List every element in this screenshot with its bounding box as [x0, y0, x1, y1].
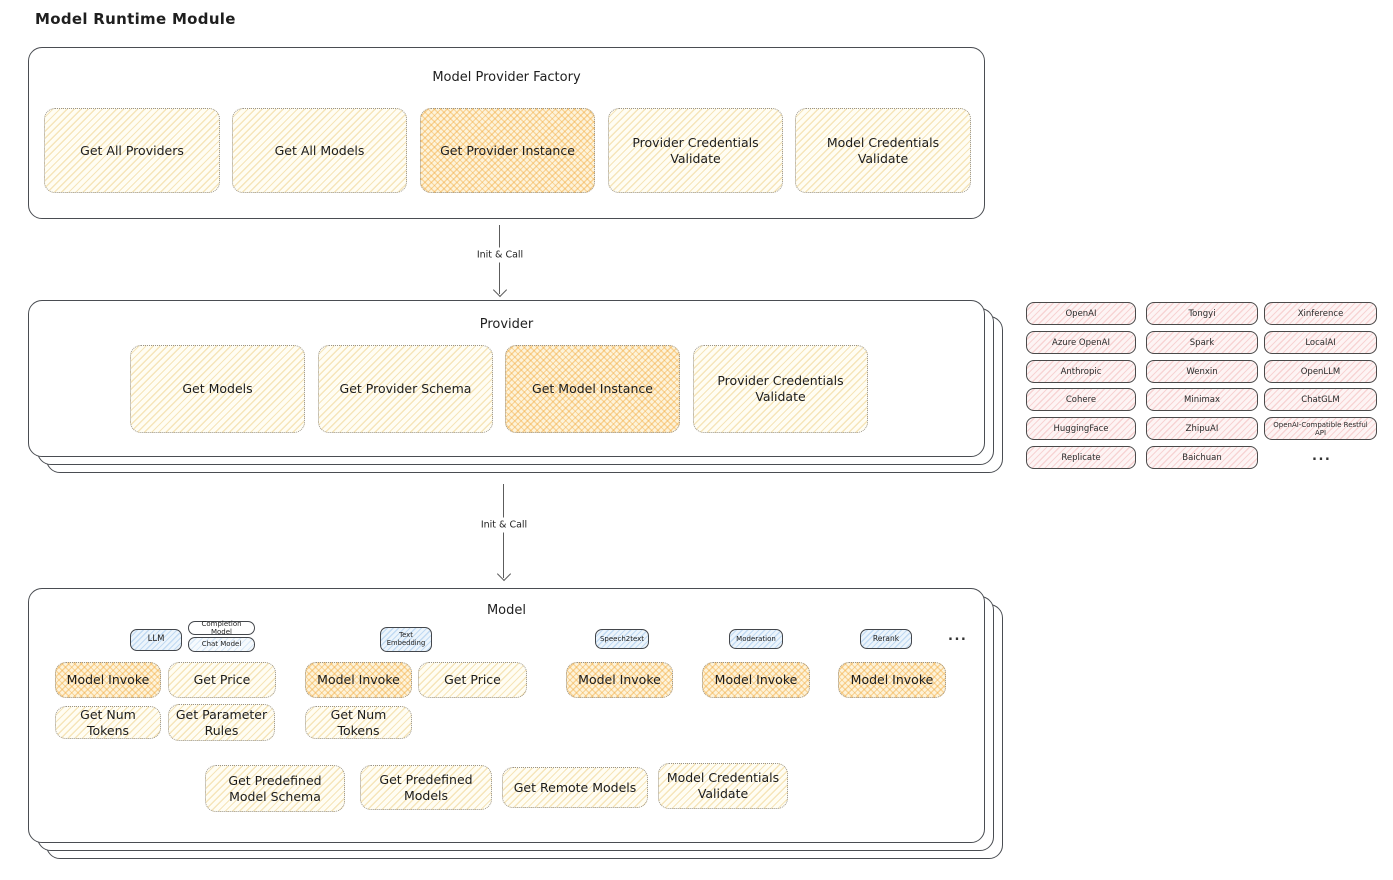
- chip-xinference: Xinference: [1264, 302, 1377, 325]
- op-llm-get-price: Get Price: [168, 662, 276, 698]
- chip-replicate: Replicate: [1026, 446, 1136, 469]
- op-get-provider-schema: Get Provider Schema: [318, 345, 493, 433]
- chip-minimax: Minimax: [1146, 388, 1258, 411]
- chip-cohere: Cohere: [1026, 388, 1136, 411]
- op-get-model-instance: Get Model Instance: [505, 345, 680, 433]
- op-model-credentials-validate-2: Model Credentials Validate: [658, 763, 788, 809]
- chip-openllm: OpenLLM: [1264, 360, 1377, 383]
- op-get-predefined-models: Get Predefined Models: [360, 765, 492, 810]
- op-moderation-model-invoke: Model Invoke: [702, 662, 810, 698]
- badge-llm: LLM: [130, 629, 182, 651]
- op-rerank-model-invoke: Model Invoke: [838, 662, 946, 698]
- op-llm-get-parameter-rules: Get Parameter Rules: [168, 704, 275, 741]
- model-types-ellipsis: ...: [948, 629, 968, 644]
- badge-rerank: Rerank: [860, 629, 912, 649]
- provider-title: Provider: [479, 317, 534, 332]
- chip-openai: OpenAI: [1026, 302, 1136, 325]
- arrow-label-init-call-1: Init & Call: [471, 247, 529, 263]
- model-title: Model: [486, 603, 527, 618]
- arrow-label-init-call-2: Init & Call: [475, 517, 533, 533]
- op-embedding-get-num-tokens: Get Num Tokens: [305, 706, 412, 739]
- arrow-head-icon: [496, 566, 511, 582]
- chip-zhipuai: ZhipuAI: [1146, 417, 1258, 440]
- badge-chat-model: Chat Model: [188, 637, 255, 652]
- op-speech2text-model-invoke: Model Invoke: [566, 662, 673, 698]
- chip-openai-compatible-restful-api: OpenAI-Compatible Restful API: [1264, 417, 1377, 440]
- op-get-all-models: Get All Models: [232, 108, 407, 193]
- chip-localai: LocalAI: [1264, 331, 1377, 354]
- op-embedding-get-price: Get Price: [418, 662, 527, 698]
- chip-tongyi: Tongyi: [1146, 302, 1258, 325]
- op-model-credentials-validate: Model Credentials Validate: [795, 108, 971, 193]
- op-llm-model-invoke: Model Invoke: [55, 662, 161, 698]
- arrow-head-icon: [492, 282, 507, 298]
- op-get-remote-models: Get Remote Models: [502, 767, 648, 808]
- badge-text-embedding: Text Embedding: [380, 627, 432, 652]
- arrow-factory-to-provider: Init & Call: [471, 225, 529, 298]
- page-title: Model Runtime Module: [35, 10, 236, 28]
- badge-speech2text: Speech2text: [595, 629, 649, 649]
- chip-huggingface: HuggingFace: [1026, 417, 1136, 440]
- op-provider-credentials-validate: Provider Credentials Validate: [608, 108, 783, 193]
- chip-spark: Spark: [1146, 331, 1258, 354]
- op-provider-credentials-validate-2: Provider Credentials Validate: [693, 345, 868, 433]
- chip-wenxin: Wenxin: [1146, 360, 1258, 383]
- op-get-models: Get Models: [130, 345, 305, 433]
- op-get-provider-instance: Get Provider Instance: [420, 108, 595, 193]
- op-llm-get-num-tokens: Get Num Tokens: [55, 706, 161, 739]
- op-embedding-model-invoke: Model Invoke: [305, 662, 412, 698]
- chip-baichuan: Baichuan: [1146, 446, 1258, 469]
- op-get-all-providers: Get All Providers: [44, 108, 220, 193]
- badge-moderation: Moderation: [729, 629, 783, 649]
- providers-ellipsis: ...: [1312, 449, 1332, 464]
- chip-anthropic: Anthropic: [1026, 360, 1136, 383]
- factory-title: Model Provider Factory: [432, 70, 581, 85]
- chip-chatglm: ChatGLM: [1264, 388, 1377, 411]
- chip-azure-openai: Azure OpenAI: [1026, 331, 1136, 354]
- op-get-predefined-model-schema: Get Predefined Model Schema: [205, 765, 345, 812]
- badge-completion-model: Completion Model: [188, 620, 255, 636]
- arrow-provider-to-model: Init & Call: [475, 484, 533, 582]
